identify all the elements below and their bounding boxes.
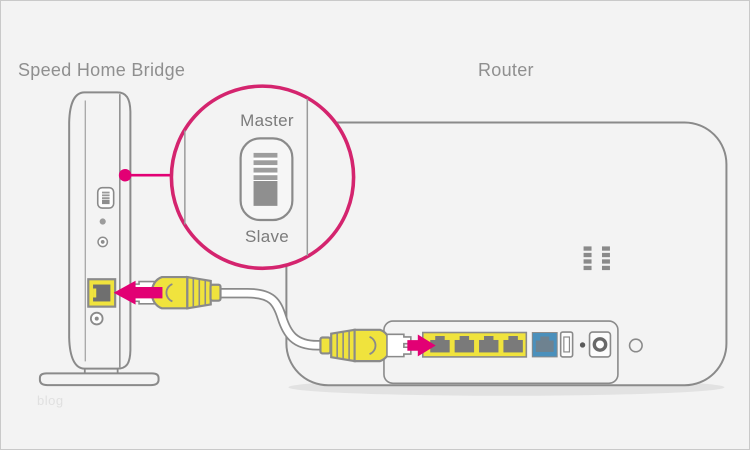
reset-hole-icon xyxy=(579,342,586,348)
master-slave-switch-icon xyxy=(239,137,294,222)
ethernet-cable-icon xyxy=(218,287,325,351)
left-plug-boot-arc xyxy=(165,283,173,303)
bridge-body xyxy=(68,91,132,370)
vent-holes-icon xyxy=(583,246,610,271)
plug-arrow-into-bridge-icon xyxy=(113,280,163,305)
router-side-button xyxy=(628,338,643,353)
bridge-label: Speed Home Bridge xyxy=(18,60,186,80)
bridge-device xyxy=(38,91,160,387)
usb-port-inner xyxy=(563,336,571,353)
wan-port-contact xyxy=(535,336,554,352)
bridge-stand xyxy=(38,372,160,387)
callout-dot xyxy=(118,168,132,182)
router-label: Router xyxy=(478,60,534,80)
right-plug-boot-arc xyxy=(369,335,377,355)
bridge-lan-port-contact xyxy=(93,284,111,302)
mode-switch-small-icon xyxy=(96,186,115,209)
lan-port-4-icon xyxy=(503,336,523,353)
left-plug-tail xyxy=(209,283,222,302)
left-plug-icon xyxy=(113,275,222,310)
bridge-power-connector-pin xyxy=(94,316,99,321)
slave-label: Slave xyxy=(244,227,290,246)
magnifier-callout xyxy=(118,84,356,271)
right-plug-connector xyxy=(386,333,412,358)
watermark-text: blog xyxy=(37,393,64,408)
bridge-lan-port-notch xyxy=(93,288,97,298)
plug-arrow-into-router-icon xyxy=(407,334,436,357)
bridge-round-button-1 xyxy=(99,218,106,225)
lan-port-icons xyxy=(430,336,523,353)
master-label: Master xyxy=(240,111,294,130)
right-plug-icon xyxy=(319,328,436,363)
lan-port-1-icon xyxy=(430,336,450,353)
bridge-round-button-2-dot xyxy=(100,240,105,244)
lan-port-2-icon xyxy=(454,336,475,353)
power-jack-pin xyxy=(592,337,608,352)
lan-port-3-icon xyxy=(479,336,499,353)
right-plug-boot xyxy=(353,328,392,363)
right-plug-tail xyxy=(319,336,332,355)
router-device xyxy=(285,121,728,396)
switch-slider-knob xyxy=(253,180,278,206)
